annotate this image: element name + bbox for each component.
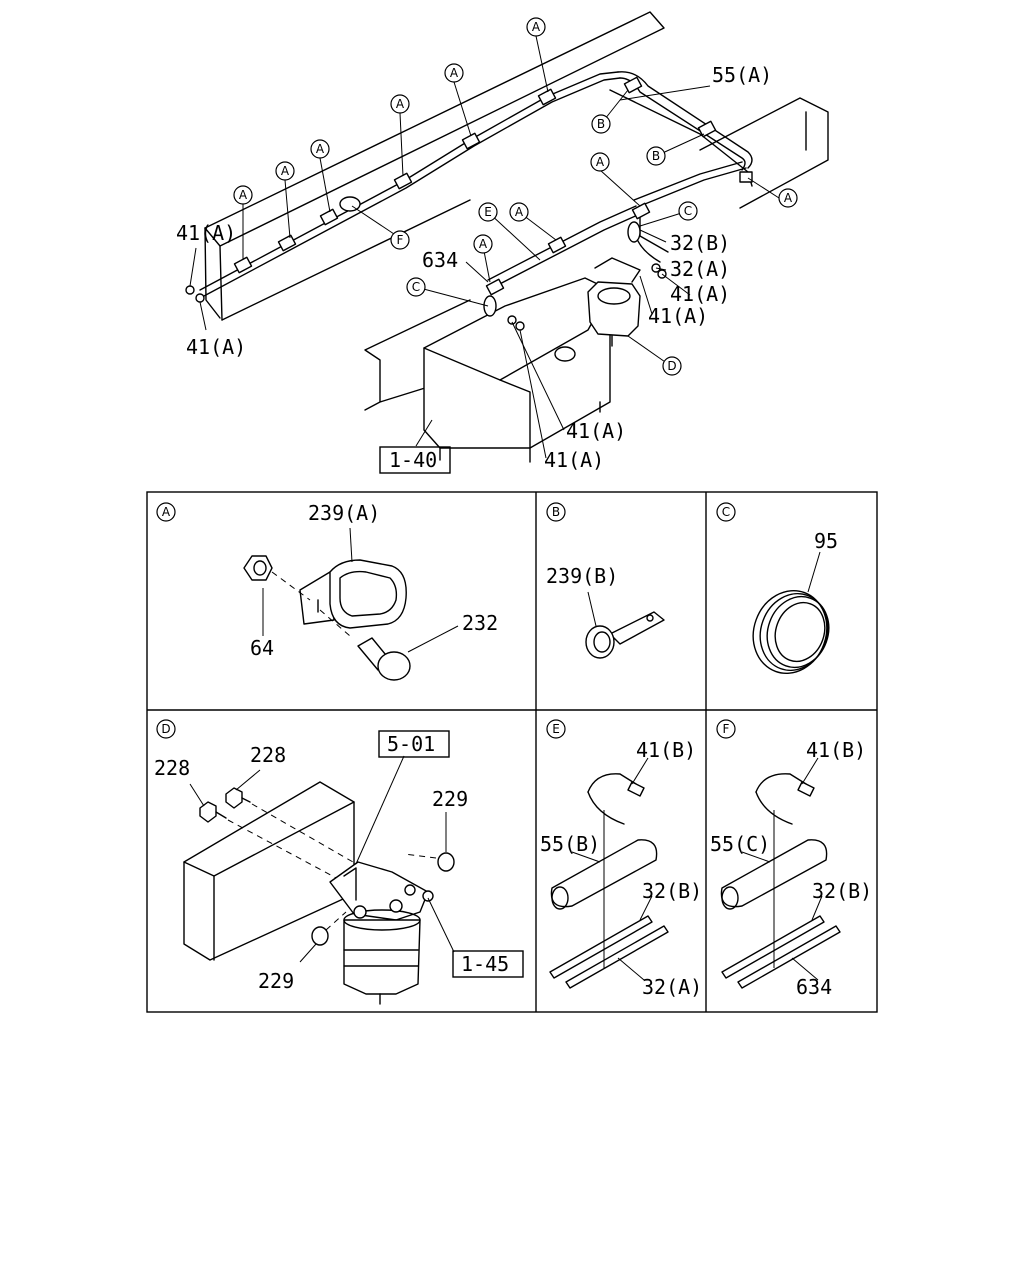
callout-e-marker: E: [478, 202, 498, 222]
svg-text:E: E: [552, 722, 560, 736]
detail-panel-b: B 239(B): [546, 502, 665, 659]
part-label-41a: 41(A): [670, 282, 730, 306]
callout-a-marker: A: [509, 202, 529, 222]
part-label-32b: 32(B): [670, 231, 730, 255]
part-label-228: 228: [154, 756, 190, 780]
part-label-232: 232: [462, 611, 498, 635]
detail-panel-d: D 228 228 229: [154, 719, 524, 1005]
part-label-634: 634: [796, 975, 832, 999]
svg-text:A: A: [239, 188, 248, 202]
detail-panel-grid: [146, 491, 878, 1013]
callout-a-marker: A: [590, 152, 610, 172]
callout-a-marker: A: [310, 139, 330, 159]
part-label-55a: 55(A): [712, 63, 772, 87]
panel-e-title: E: [546, 719, 566, 739]
detail-panel-e: E 41(B) 55(B) 32(B) 32(A): [540, 719, 702, 999]
panel-b-title: B: [546, 502, 566, 522]
svg-text:F: F: [397, 233, 404, 247]
callout-d-marker: D: [662, 356, 682, 376]
part-label-239b: 239(B): [546, 564, 618, 588]
callout-a-marker: A: [444, 63, 464, 83]
svg-text:C: C: [722, 505, 730, 519]
svg-text:B: B: [597, 117, 605, 131]
part-label-229: 229: [432, 787, 468, 811]
svg-text:B: B: [652, 149, 660, 163]
svg-text:A: A: [784, 191, 793, 205]
svg-text:A: A: [450, 66, 459, 80]
svg-text:E: E: [484, 205, 492, 219]
part-label-41a: 41(A): [186, 335, 246, 359]
callout-a-marker: A: [778, 188, 798, 208]
callout-a-marker: A: [233, 185, 253, 205]
main-assembly: A A A A A A B B A A C E A A F C D 55(A) …: [176, 11, 829, 474]
part-label-228: 228: [250, 743, 286, 767]
part-label-55b: 55(B): [540, 832, 600, 856]
svg-text:F: F: [723, 722, 730, 736]
part-label-95: 95: [814, 529, 838, 553]
svg-text:1-40: 1-40: [389, 448, 437, 472]
svg-text:A: A: [316, 142, 325, 156]
panel-a-title: A: [156, 502, 176, 522]
svg-text:D: D: [667, 359, 676, 373]
svg-text:C: C: [684, 204, 692, 218]
callout-a-marker: A: [275, 161, 295, 181]
svg-text:1-45: 1-45: [461, 952, 509, 976]
panel-c-title: C: [716, 502, 736, 522]
svg-text:A: A: [532, 20, 541, 34]
part-label-55c: 55(C): [710, 832, 770, 856]
part-label-41a: 41(A): [648, 304, 708, 328]
panel-d-title: D: [156, 719, 176, 739]
part-label-239a: 239(A): [308, 501, 380, 525]
svg-text:A: A: [515, 205, 524, 219]
callout-b-marker: B: [646, 146, 666, 166]
part-label-41a: 41(A): [176, 221, 236, 245]
detail-panel-c: C 95: [716, 502, 838, 675]
detail-panel-f: F 41(B) 55(C) 32(B) 634: [710, 719, 872, 999]
part-label-64: 64: [250, 636, 274, 660]
callout-c-marker: C: [406, 277, 426, 297]
svg-text:A: A: [162, 505, 171, 519]
callout-f-marker: F: [390, 230, 410, 250]
panel-f-title: F: [716, 719, 736, 739]
svg-text:B: B: [552, 505, 560, 519]
ref-box-5-01: 5-01: [378, 730, 450, 758]
callout-a-marker: A: [390, 94, 410, 114]
part-label-32a: 32(A): [670, 257, 730, 281]
svg-text:A: A: [596, 155, 605, 169]
svg-text:A: A: [396, 97, 405, 111]
svg-text:A: A: [281, 164, 290, 178]
svg-text:D: D: [161, 722, 170, 736]
svg-text:C: C: [412, 280, 420, 294]
svg-text:A: A: [479, 237, 488, 251]
part-label-41a: 41(A): [566, 419, 626, 443]
main-part-labels: 55(A) 41(A) 41(A) 634 32(B) 32(A) 41(A) …: [176, 63, 772, 472]
detail-panel-a: A 239(A) 64 232: [156, 501, 498, 681]
part-label-41a: 41(A): [544, 448, 604, 472]
part-label-41b: 41(B): [806, 738, 866, 762]
part-label-32b: 32(B): [642, 879, 702, 903]
callout-b-marker: B: [591, 114, 611, 134]
callout-a-marker: A: [526, 17, 546, 37]
callout-markers: A A A A A A B B A A C E A A F C D: [233, 17, 798, 376]
part-label-41b: 41(B): [636, 738, 696, 762]
part-label-32a: 32(A): [642, 975, 702, 999]
line-clips: [233, 76, 753, 317]
callout-a-marker: A: [473, 234, 493, 254]
callout-c-marker: C: [678, 201, 698, 221]
part-label-634: 634: [422, 248, 458, 272]
ref-box-1-40: 1-40: [379, 446, 451, 474]
part-label-229: 229: [258, 969, 294, 993]
svg-text:5-01: 5-01: [387, 732, 435, 756]
ref-box-1-45: 1-45: [452, 950, 524, 978]
part-label-32b: 32(B): [812, 879, 872, 903]
